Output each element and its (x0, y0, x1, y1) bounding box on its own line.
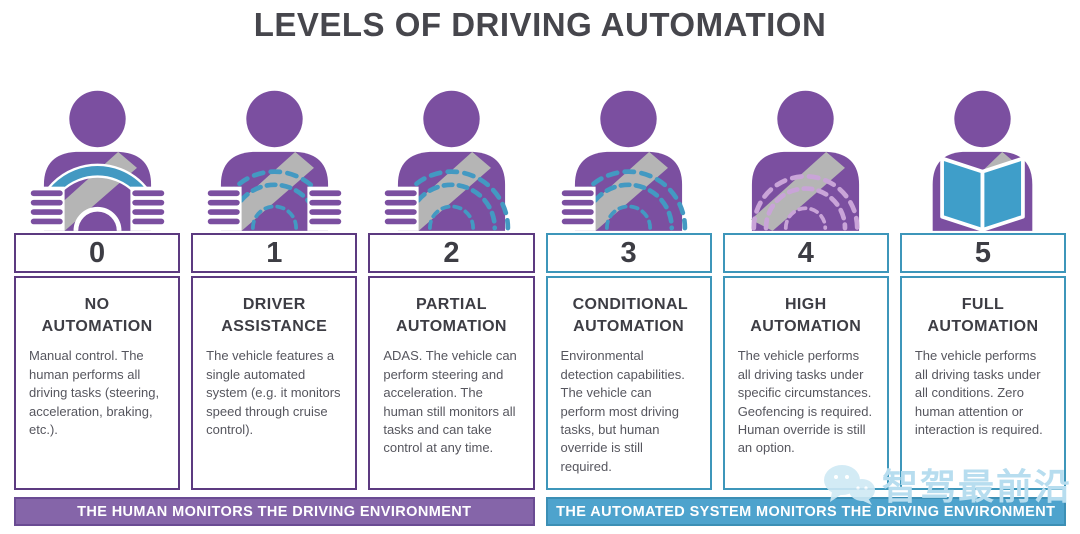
level-description: The vehicle performs all driving tasks u… (914, 348, 1043, 437)
driver-icon-level-2 (368, 84, 534, 231)
level-number-box: 0 (14, 233, 181, 273)
level-description-box: FULL AUTOMATION The vehicle performs all… (899, 276, 1067, 490)
level-description-box: DRIVER ASSISTANCE The vehicle features a… (191, 276, 358, 490)
level-column-1: 1 DRIVER ASSISTANCE The vehicle features… (191, 233, 358, 490)
level-name: HIGH AUTOMATION (750, 296, 862, 335)
level-number: 1 (266, 236, 283, 269)
level-description: The vehicle performs all driving tasks u… (737, 348, 873, 456)
level-number-box: 3 (545, 233, 712, 273)
level-description: ADAS. The vehicle can perform steering a… (383, 348, 517, 456)
level-number: 3 (620, 236, 637, 269)
driver-icon-level-3 (546, 84, 712, 231)
level-number-box: 4 (722, 233, 889, 273)
level-description: The vehicle features a single automated … (206, 348, 341, 437)
level-number: 5 (974, 236, 992, 269)
level-number-box: 1 (191, 233, 358, 273)
human-monitors-banner: THE HUMAN MONITORS THE DRIVING ENVIRONME… (14, 497, 535, 526)
level-description-box: NO AUTOMATION Manual control. The human … (14, 276, 181, 490)
person-steering-wheel-icon (28, 90, 166, 231)
level-number-box: 5 (899, 233, 1067, 273)
person-one-hand-dashed-wheel-icon (382, 90, 511, 231)
level-column-0: 0 NO AUTOMATION Manual control. The huma… (14, 233, 181, 490)
level-column-2: 2 PARTIAL AUTOMATION ADAS. The vehicle c… (368, 233, 535, 490)
level-name: FULL AUTOMATION (927, 296, 1039, 335)
level-name: PARTIAL AUTOMATION (395, 296, 507, 335)
automated-system-monitors-banner: THE AUTOMATED SYSTEM MONITORS THE DRIVIN… (545, 497, 1066, 526)
level-column-3: 3 CONDITIONAL AUTOMATION Environmental d… (545, 233, 712, 490)
level-description-box: HIGH AUTOMATION The vehicle performs all… (722, 276, 889, 490)
person-one-hand-dashed-wheel-icon (559, 90, 688, 231)
level-number-box: 2 (368, 233, 535, 273)
level-name: CONDITIONAL AUTOMATION (572, 296, 689, 335)
driver-icon-level-0 (14, 84, 180, 231)
level-number: 4 (797, 236, 814, 269)
banners-row: THE HUMAN MONITORS THE DRIVING ENVIRONME… (14, 497, 1066, 526)
level-column-4: 4 HIGH AUTOMATION The vehicle performs a… (722, 233, 889, 490)
level-description: Environmental detection capabilities. Th… (560, 348, 685, 474)
level-number: 0 (89, 236, 106, 269)
driver-icon-level-4 (723, 84, 889, 231)
person-dashed-wheel-icon (205, 90, 343, 231)
level-description-box: CONDITIONAL AUTOMATION Environmental det… (545, 276, 712, 490)
driver-icons-row (14, 84, 1066, 231)
person-reading-book-icon (933, 90, 1033, 231)
levels-row: 0 NO AUTOMATION Manual control. The huma… (14, 233, 1067, 490)
level-name: NO AUTOMATION (41, 296, 153, 335)
level-description: Manual control. The human performs all d… (29, 348, 160, 437)
driver-icon-level-1 (191, 84, 357, 231)
driver-icon-level-5 (900, 84, 1066, 231)
level-description-box: PARTIAL AUTOMATION ADAS. The vehicle can… (368, 276, 535, 490)
level-number: 2 (443, 236, 460, 269)
level-name: DRIVER ASSISTANCE (221, 296, 328, 335)
person-ghost-wheel-icon (751, 90, 860, 231)
level-column-5: 5 FULL AUTOMATION The vehicle performs a… (899, 233, 1067, 490)
page-title: LEVELS OF DRIVING AUTOMATION (253, 6, 827, 43)
